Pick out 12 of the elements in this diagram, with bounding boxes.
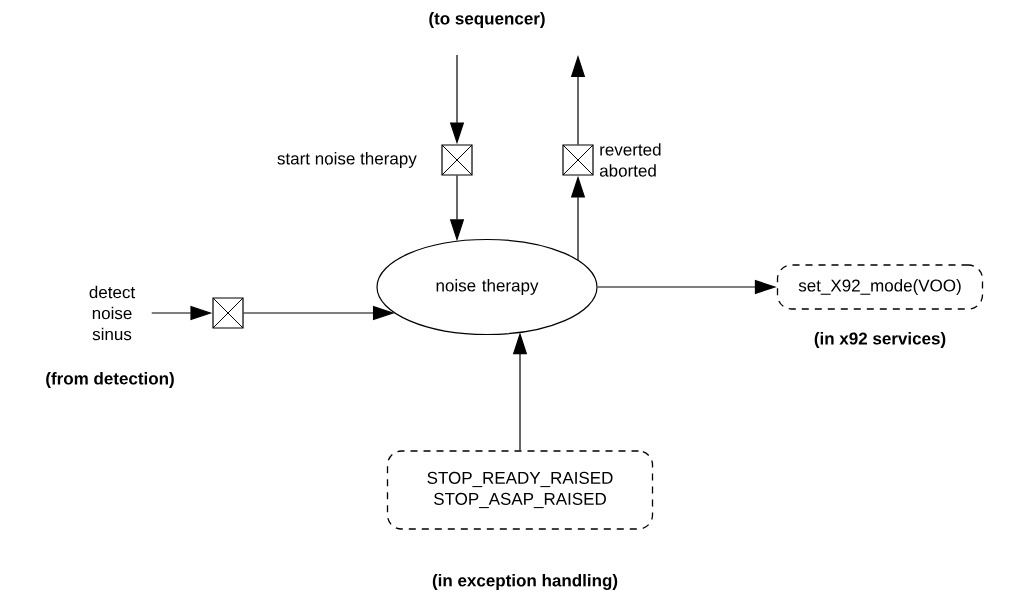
dashed-box: set_X92_mode(VOO) (776, 264, 984, 310)
crossed-box (441, 144, 473, 176)
node-caption: (in exception handling) (432, 574, 618, 590)
input-text: detect noise sinus (89, 285, 136, 341)
crossed-box (212, 297, 244, 329)
node-caption: (in x92 services) (814, 332, 946, 348)
crossed-box (562, 144, 594, 176)
node-caption: start noise therapy (277, 152, 417, 168)
node-caption: reverted aborted (599, 143, 661, 177)
port-label: (to sequencer) (429, 12, 545, 28)
dashed-box: STOP_READY_RAISED STOP_ASAP_RAISED (386, 450, 654, 530)
node-caption: (from detection) (46, 372, 174, 388)
